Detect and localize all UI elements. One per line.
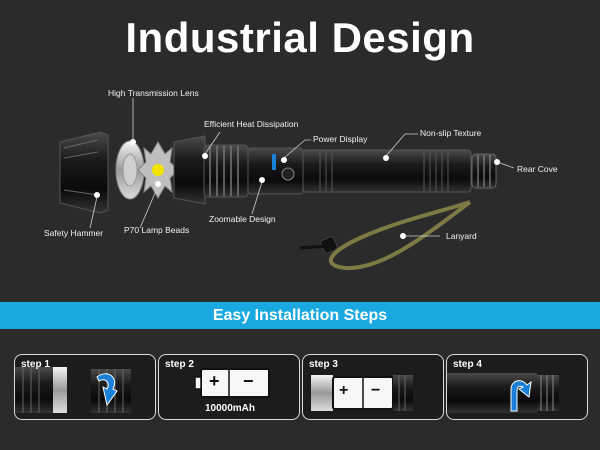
lanyard-cord bbox=[329, 200, 472, 271]
step-4-label: step 4 bbox=[453, 359, 482, 370]
step-1-illustration bbox=[15, 367, 131, 413]
step-1-label: step 1 bbox=[21, 359, 50, 370]
flashlight-exploded-diagram: High Transmission Lens Efficient Heat Di… bbox=[0, 70, 600, 295]
page-title: Industrial Design bbox=[125, 14, 475, 61]
step-3-label: step 3 bbox=[309, 359, 338, 370]
head-bezel bbox=[59, 131, 109, 214]
step-3-card: step 3 + − bbox=[302, 354, 444, 420]
label-heat-dissipation: Efficient Heat Dissipation bbox=[204, 119, 299, 129]
label-zoomable: Zoomable Design bbox=[209, 214, 276, 224]
step-4-illustration bbox=[447, 373, 559, 413]
battery-icon bbox=[194, 368, 270, 398]
step-2-label: step 2 bbox=[165, 359, 194, 370]
installation-banner: Easy Installation Steps bbox=[0, 302, 600, 329]
battery-plus: + bbox=[339, 382, 349, 399]
label-power-display: Power Display bbox=[313, 134, 368, 144]
battery-minus: − bbox=[243, 371, 254, 391]
label-rear-cove: Rear Cove bbox=[517, 164, 558, 174]
rotate-arrow-icon bbox=[96, 373, 118, 407]
head-body bbox=[173, 135, 206, 205]
battery-plus: + bbox=[209, 371, 220, 391]
step-2-card: step 2 + − 10000mAh bbox=[158, 354, 300, 420]
label-lens: High Transmission Lens bbox=[108, 88, 199, 98]
step-4-card: step 4 bbox=[446, 354, 588, 420]
rotate-arrow-icon bbox=[510, 380, 532, 412]
label-safety-hammer: Safety Hammer bbox=[44, 228, 104, 238]
step-1-card: step 1 bbox=[14, 354, 156, 420]
battery-minus: − bbox=[371, 382, 381, 399]
flashlight-illustration bbox=[59, 98, 515, 271]
step-3-illustration bbox=[311, 375, 413, 411]
label-lamp-beads: P70 Lamp Beads bbox=[124, 225, 190, 235]
label-lanyard: Lanyard bbox=[446, 231, 477, 241]
body-tube bbox=[302, 149, 472, 193]
label-non-slip-texture: Non-slip Texture bbox=[420, 128, 482, 138]
battery-capacity: 10000mAh bbox=[204, 403, 256, 414]
